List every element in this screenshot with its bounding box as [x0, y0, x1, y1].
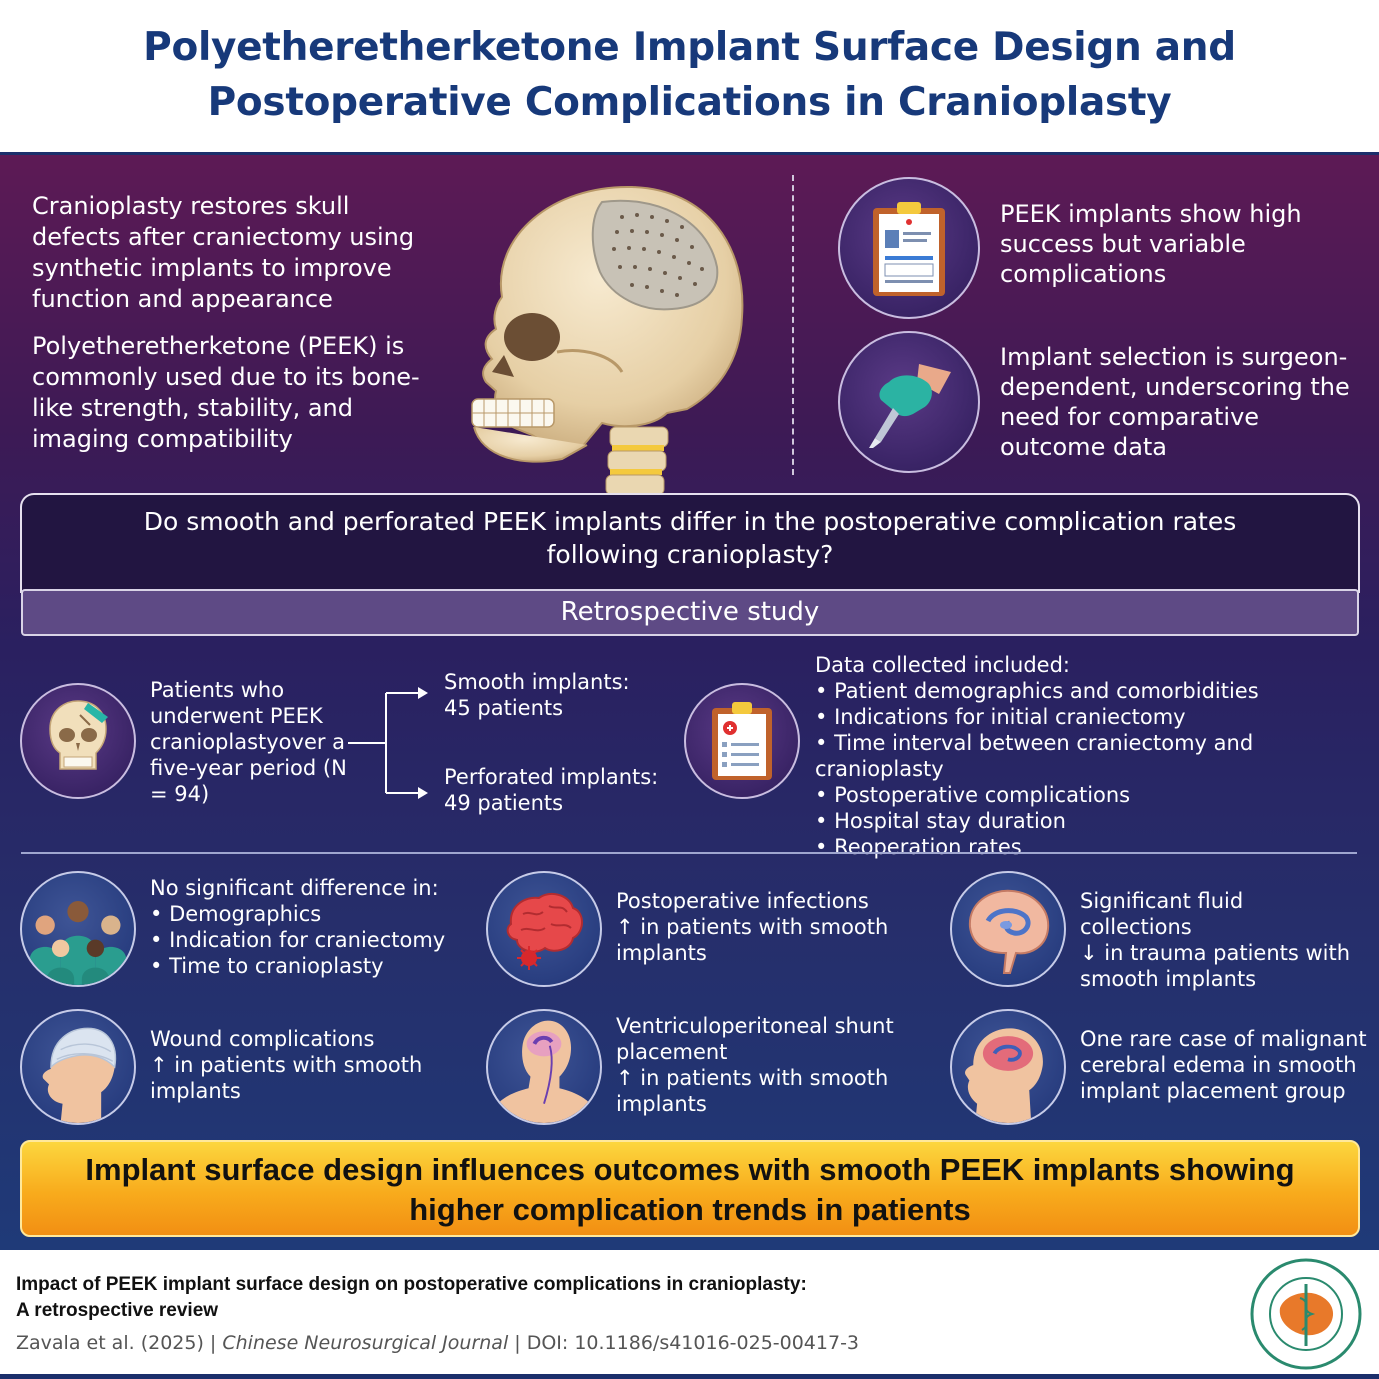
vp-shunt-icon — [488, 1020, 600, 1123]
intro-paragraph-1: Cranioplasty restores skull defects afte… — [32, 192, 415, 313]
skull-illustration — [471, 185, 744, 495]
citation-doi: | DOI: 10.1186/s41016-025-00417-3 — [508, 1332, 860, 1354]
vertical-divider — [792, 175, 794, 475]
perforated-count: 49 patients — [444, 791, 564, 815]
infections-title: Postoperative infections — [616, 889, 869, 913]
shunt-icon-circle — [486, 1009, 602, 1125]
conclusion-text: Implant surface design influences outcom… — [85, 1152, 1295, 1227]
perforated-implants-group: Perforated implants: 49 patients — [444, 764, 658, 816]
citation: Zavala et al. (2025) | Chinese Neurosurg… — [16, 1332, 859, 1354]
fluid-detail: ↓ in trauma patients with smooth implant… — [1080, 941, 1351, 991]
vp-shunt-detail: ↑ in patients with smooth implants — [616, 1066, 889, 1116]
brain-infection-icon — [506, 892, 583, 970]
data-item: • Indications for initial craniectomy — [815, 705, 1186, 729]
checklist-clipboard-icon — [712, 702, 772, 780]
brain-sagittal-icon — [968, 889, 1050, 974]
wound-block: Wound complications ↑ in patients with s… — [150, 1026, 450, 1104]
vp-shunt-title: Ventriculoperitoneal shunt placement — [616, 1014, 894, 1064]
brain-edema-icon — [965, 1028, 1043, 1123]
footer: Impact of PEEK implant surface design on… — [0, 1250, 1379, 1379]
data-item: • Patient demographics and comorbidities — [815, 679, 1259, 703]
no-difference-heading: No significant difference in: — [150, 876, 439, 900]
no-difference-item: • Time to cranioplasty — [150, 954, 384, 978]
research-question: Do smooth and perforated PEEK implants d… — [20, 493, 1360, 593]
no-difference-item: • Indication for craniectomy — [150, 928, 446, 952]
data-collected-block: Data collected included: • Patient demog… — [815, 652, 1365, 860]
chinese-medical-association-logo — [1250, 1258, 1362, 1370]
data-item: • Time interval between craniectomy and … — [815, 731, 1254, 781]
patients-description: Patients who underwent PEEK cranioplasty… — [150, 678, 347, 806]
header: Polyetheretherketone Implant Surface Des… — [0, 0, 1379, 152]
surgeon-icon-circle — [838, 331, 980, 473]
data-item: • Reoperation rates — [815, 835, 1022, 859]
intro-paragraph-2: Polyetheretherketone (PEEK) is commonly … — [32, 332, 420, 453]
surgeon-hand-scalpel-icon — [869, 364, 951, 448]
edema-text: One rare case of malignant cerebral edem… — [1080, 1027, 1367, 1103]
smooth-count: 45 patients — [444, 696, 564, 720]
article-title-line-2: A retrospective review — [16, 1300, 219, 1321]
side-point-1-text: PEEK implants show high success but vari… — [1000, 200, 1302, 288]
no-difference-block: No significant difference in: • Demograp… — [150, 875, 470, 979]
data-item: • Hospital stay duration — [815, 809, 1066, 833]
section-divider — [21, 852, 1357, 854]
split-arrows — [348, 687, 428, 799]
skull-bandage-icon — [49, 700, 108, 770]
infections-block: Postoperative infections ↑ in patients w… — [616, 888, 916, 966]
citation-journal: Chinese Neurosurgical Journal — [222, 1332, 509, 1354]
wound-detail: ↑ in patients with smooth implants — [150, 1053, 423, 1103]
side-point-2-text: Implant selection is surgeon-dependent, … — [1000, 343, 1350, 461]
no-difference-item: • Demographics — [150, 902, 322, 926]
vp-shunt-block: Ventriculoperitoneal shunt placement ↑ i… — [616, 1013, 916, 1117]
wound-title: Wound complications — [150, 1027, 375, 1051]
smooth-implants-group: Smooth implants: 45 patients — [444, 669, 630, 721]
article-title-line-1: Impact of PEEK implant surface design on… — [16, 1274, 807, 1295]
brain-infection-icon-circle — [486, 871, 602, 987]
infographic-body: Cranioplasty restores skull defects afte… — [0, 152, 1379, 1250]
citation-authors: Zavala et al. (2025) | — [16, 1332, 223, 1354]
diverse-people-icon — [29, 901, 127, 985]
infections-detail: ↑ in patients with smooth implants — [616, 915, 889, 965]
brain-sagittal-icon-circle — [950, 871, 1066, 987]
data-item: • Postoperative complications — [815, 783, 1131, 807]
clipboard-icon — [873, 202, 945, 296]
checklist-icon-circle — [684, 683, 800, 799]
question-text: Do smooth and perforated PEEK implants d… — [143, 507, 1237, 569]
edema-icon-circle — [950, 1009, 1066, 1125]
fluid-block: Significant fluid collections ↓ in traum… — [1080, 888, 1360, 992]
title-line-1: Polyetheretherketone Implant Surface Des… — [143, 25, 1236, 70]
article-title: Impact of PEEK implant surface design on… — [16, 1272, 807, 1324]
conclusion-banner: Implant surface design influences outcom… — [20, 1140, 1360, 1237]
data-collected-heading: Data collected included: — [815, 653, 1070, 677]
footer-bottom-line — [0, 1374, 1379, 1379]
clipboard-icon-circle — [838, 177, 980, 319]
page-title: Polyetheretherketone Implant Surface Des… — [0, 0, 1379, 130]
title-line-2: Postoperative Complications in Craniopla… — [207, 80, 1172, 125]
bandaged-head-icon — [42, 1027, 117, 1123]
perforated-label: Perforated implants: — [444, 765, 659, 789]
fluid-title: Significant fluid collections — [1080, 889, 1244, 939]
smooth-label: Smooth implants: — [444, 670, 630, 694]
people-icon-circle — [20, 871, 136, 987]
study-type-bar: Retrospective study — [21, 589, 1359, 636]
bandaged-head-icon-circle — [20, 1009, 136, 1125]
skull-bandage-icon-circle — [20, 683, 136, 799]
